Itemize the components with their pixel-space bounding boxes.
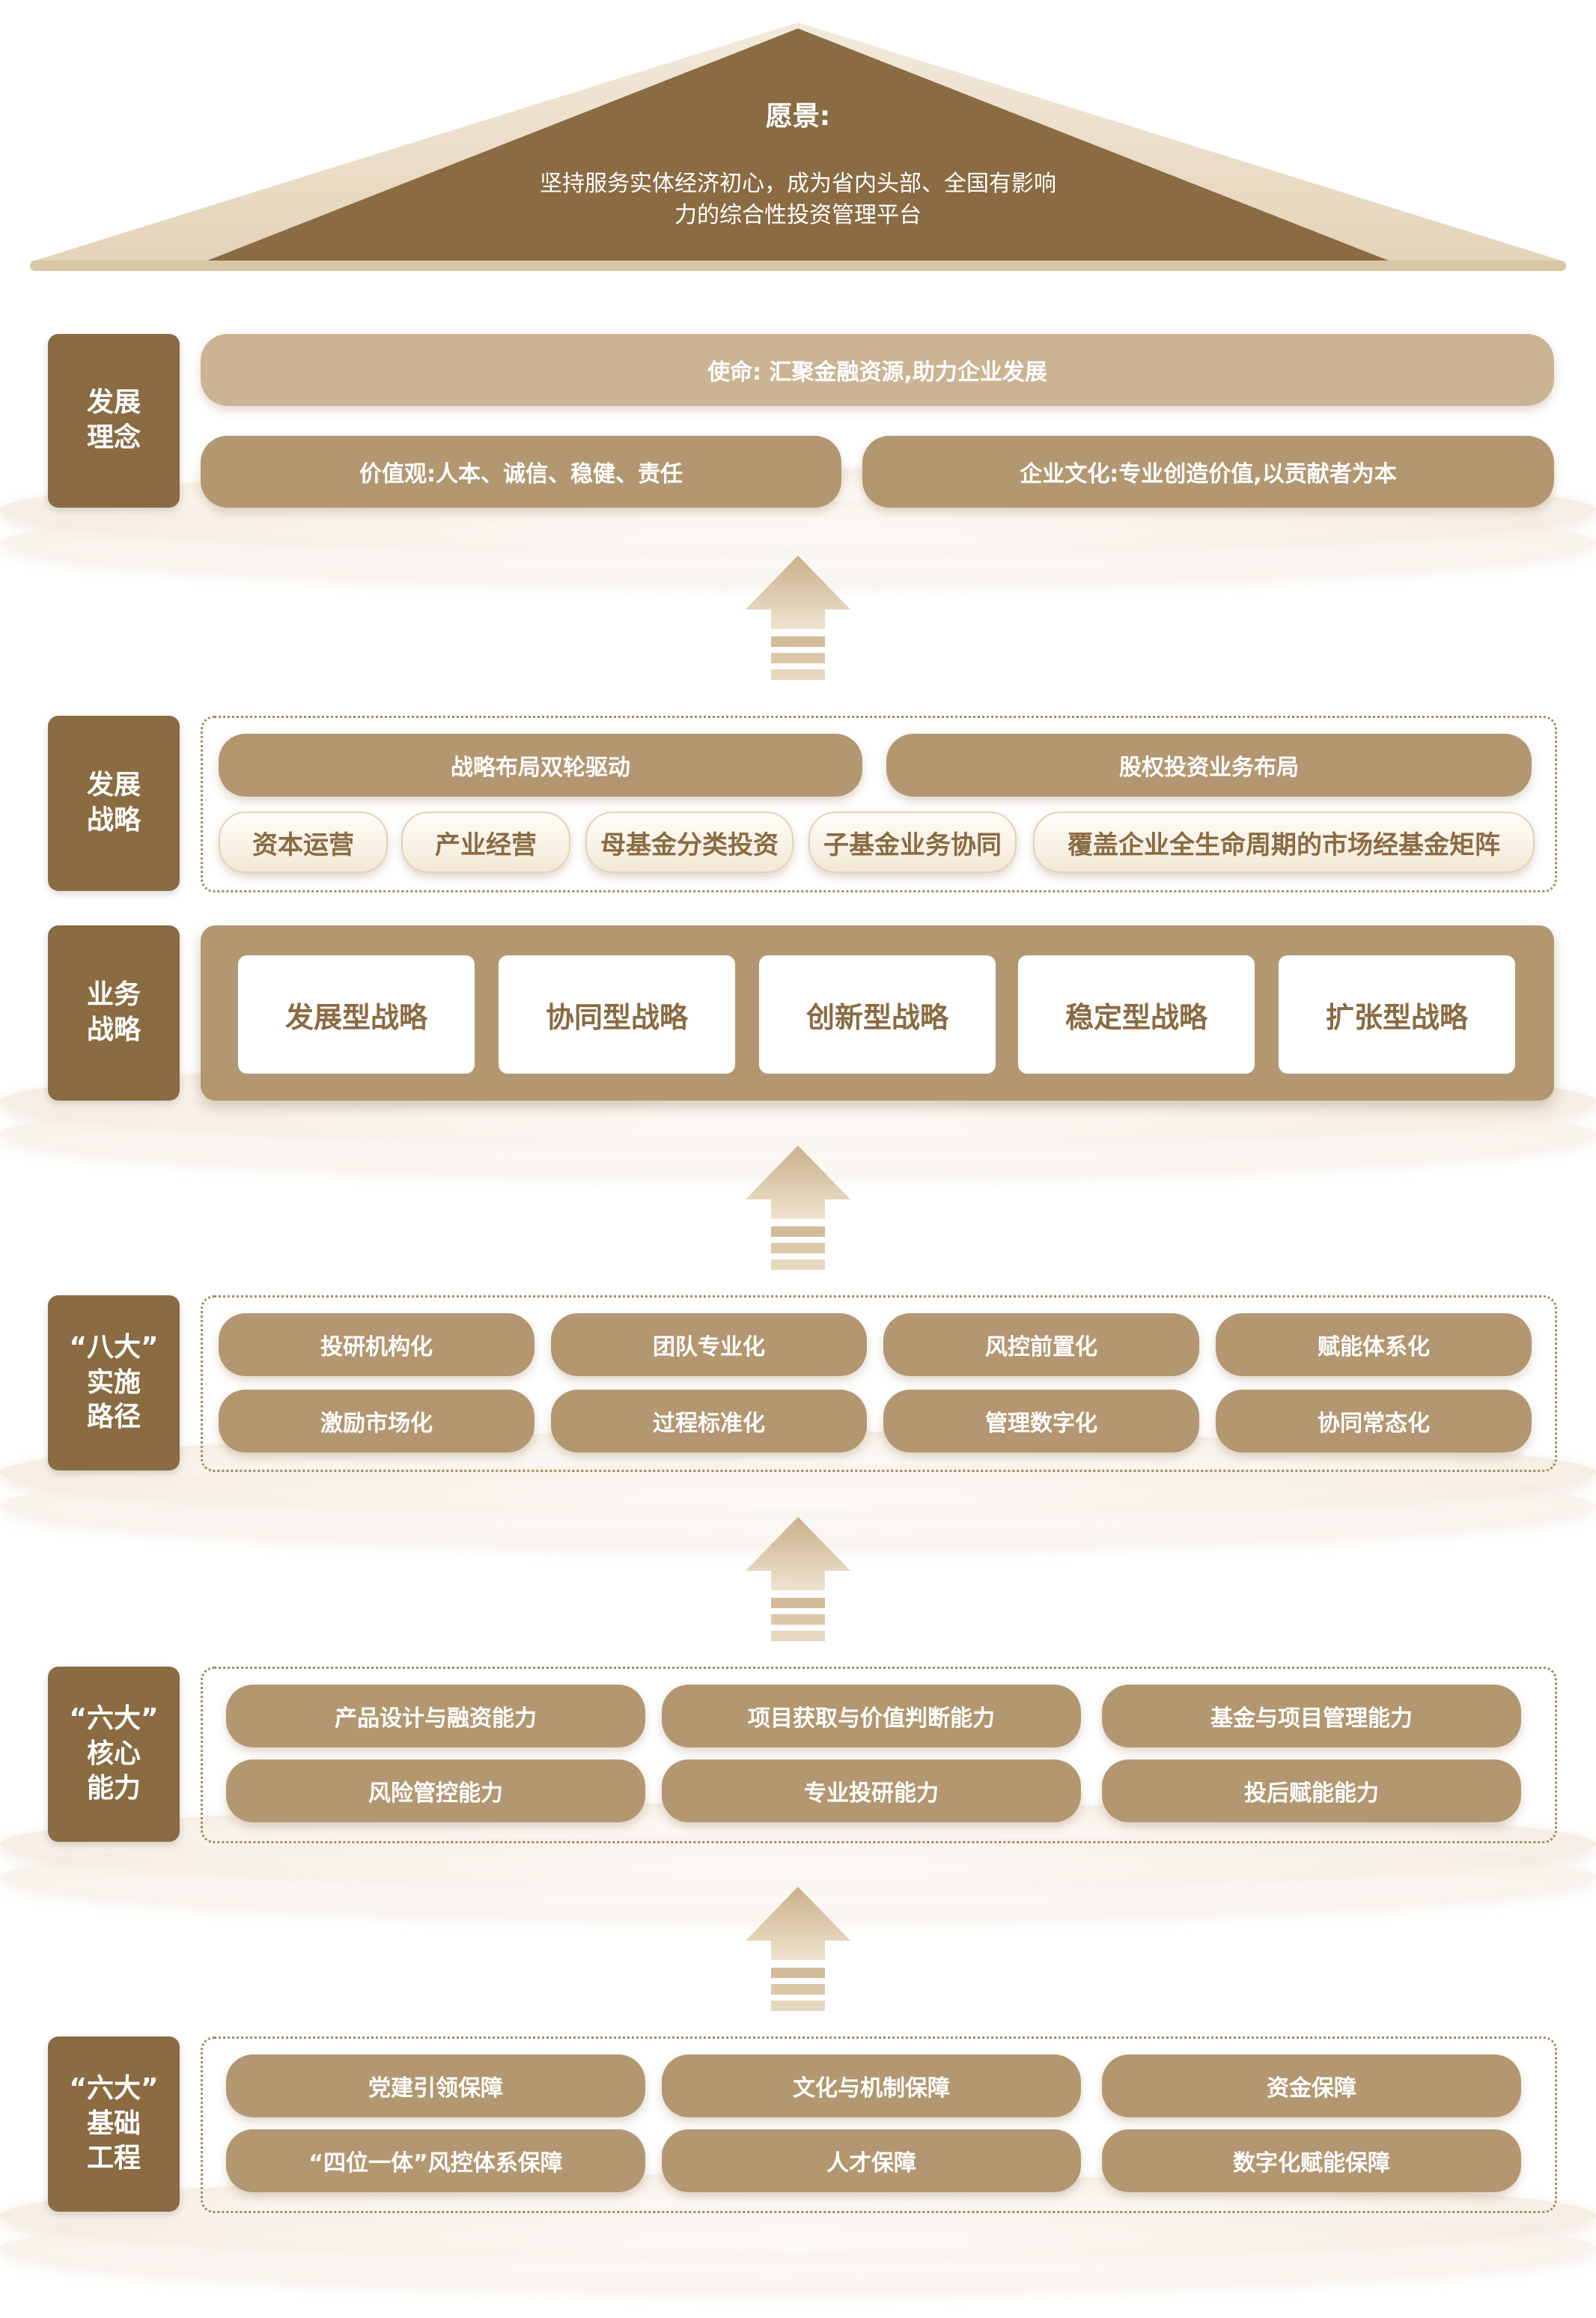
six-foundations-item-2: 文化与机制保障 <box>662 2054 1081 2117</box>
six-capabilities-item-2: 项目获取与价值判断能力 <box>662 1685 1081 1747</box>
label-six-foundations: “六大” 基础 工程 <box>48 2036 180 2212</box>
vision-line-2: 力的综合性投资管理平台 <box>674 202 922 228</box>
biz-strategy-card-1: 发展型战略 <box>238 955 475 1074</box>
six-capabilities-item-3: 基金与项目管理能力 <box>1102 1685 1521 1747</box>
up-arrow-icon <box>746 1887 850 2011</box>
six-foundations-item-3: 资金保障 <box>1102 2054 1521 2117</box>
biz-strategy-card-4: 稳定型战略 <box>1018 955 1255 1074</box>
eight-paths-frame <box>201 1295 1557 1472</box>
eight-paths-item-1: 投研机构化 <box>219 1313 534 1376</box>
six-capabilities-item-1: 产品设计与融资能力 <box>226 1685 645 1747</box>
dev-strategy-item-4: 子基金业务协同 <box>808 812 1017 873</box>
six-foundations-item-4: “四位一体”风控体系保障 <box>226 2129 645 2192</box>
six-foundations-item-1: 党建引领保障 <box>226 2054 645 2117</box>
vision-title: 愿景: <box>765 101 831 132</box>
eight-paths-item-4: 赋能体系化 <box>1216 1313 1532 1376</box>
label-eight-paths: “八大” 实施 路径 <box>48 1295 180 1470</box>
biz-strategy-card-5: 扩张型战略 <box>1279 955 1515 1074</box>
dev-strategy-top-1: 战略布局双轮驱动 <box>219 734 862 797</box>
eight-paths-item-8: 协同常态化 <box>1216 1390 1532 1452</box>
eight-paths-item-2: 团队专业化 <box>551 1313 867 1376</box>
six-foundations-item-6: 数字化赋能保障 <box>1102 2129 1521 2192</box>
six-capabilities-item-5: 专业投研能力 <box>662 1759 1081 1822</box>
label-dev-strategy: 发展 战略 <box>48 716 180 891</box>
eight-paths-item-7: 管理数字化 <box>883 1390 1199 1452</box>
culture-pill: 企业文化:专业创造价值,以贡献者为本 <box>862 436 1554 508</box>
dev-strategy-frame <box>201 716 1557 892</box>
dev-strategy-top-2: 股权投资业务布局 <box>886 734 1532 797</box>
values-pill: 价值观:人本、诚信、稳健、责任 <box>201 436 841 508</box>
dev-strategy-item-2: 产业经营 <box>401 812 570 873</box>
dev-strategy-item-5: 覆盖企业全生命周期的市场经基金矩阵 <box>1033 812 1535 873</box>
eight-paths-item-6: 过程标准化 <box>551 1390 867 1452</box>
biz-strategy-panel: 发展型战略 协同型战略 创新型战略 稳定型战略 扩张型战略 <box>201 925 1554 1101</box>
biz-strategy-card-3: 创新型战略 <box>759 955 996 1074</box>
label-biz-strategy: 业务 战略 <box>48 925 180 1101</box>
up-arrow-icon <box>746 556 850 680</box>
vision-line-1: 坚持服务实体经济初心，成为省内头部、全国有影响 <box>540 171 1056 197</box>
six-capabilities-item-6: 投后赋能能力 <box>1102 1759 1521 1822</box>
eight-paths-item-5: 激励市场化 <box>219 1390 534 1452</box>
up-arrow-icon <box>746 1517 850 1641</box>
roof-shape <box>30 22 1566 271</box>
eight-paths-item-3: 风控前置化 <box>883 1313 1199 1376</box>
label-philosophy: 发展 理念 <box>48 334 180 508</box>
six-foundations-item-5: 人才保障 <box>662 2129 1081 2192</box>
six-capabilities-frame <box>201 1667 1557 1843</box>
mission-pill: 使命: 汇聚金融资源,助力企业发展 <box>201 334 1554 406</box>
six-capabilities-item-4: 风险管控能力 <box>226 1759 645 1822</box>
dev-strategy-item-1: 资本运营 <box>219 812 388 873</box>
biz-strategy-card-2: 协同型战略 <box>499 955 735 1074</box>
label-six-capabilities: “六大” 核心 能力 <box>48 1667 180 1842</box>
six-foundations-frame <box>201 2036 1557 2213</box>
dev-strategy-item-3: 母基金分类投资 <box>585 812 794 873</box>
up-arrow-icon <box>746 1146 850 1270</box>
platform-six-foundations-shadow <box>0 2207 1596 2290</box>
